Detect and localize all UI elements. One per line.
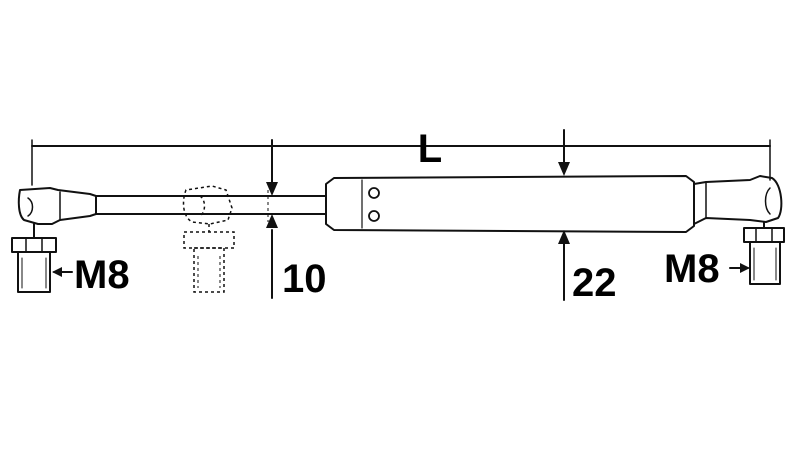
left-end-fitting	[11, 187, 97, 293]
left-thread-label: M8	[74, 253, 130, 297]
length-label: L	[418, 127, 442, 171]
body-hole-bottom	[368, 210, 380, 222]
alternate-fitting-dashed	[182, 185, 235, 293]
rod-diameter-dimension: 10	[266, 139, 327, 301]
rod-diameter-label: 10	[282, 257, 327, 301]
body-hole-top	[368, 187, 380, 199]
right-end-fitting	[693, 175, 785, 285]
length-dimension: L	[31, 127, 771, 186]
right-thread-callout: M8	[664, 247, 750, 291]
body-diameter-label: 22	[572, 261, 617, 305]
left-thread-callout: M8	[52, 253, 130, 297]
right-thread-label: M8	[664, 247, 720, 291]
piston-rod	[95, 195, 327, 215]
cylinder-body	[325, 175, 695, 233]
body-diameter-dimension: 22	[558, 129, 617, 305]
